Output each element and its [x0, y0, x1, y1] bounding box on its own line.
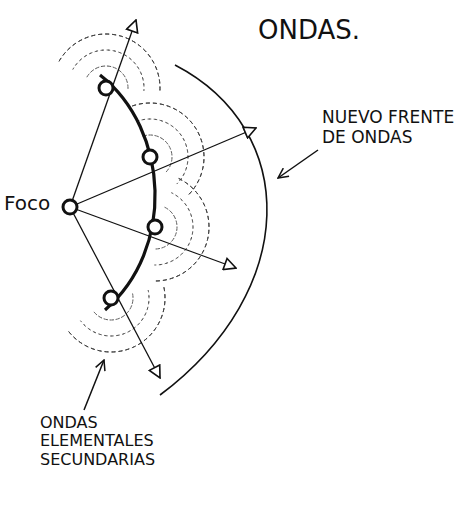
wavelet-arc — [68, 287, 165, 352]
ray — [70, 207, 236, 268]
secondary-source — [99, 81, 113, 95]
primary-wavefront — [100, 75, 155, 310]
secondary-source — [104, 291, 118, 305]
wavelet-arc — [81, 290, 149, 336]
leader-line — [84, 360, 104, 410]
wavelets-label: ONDAS ELEMENTALES SECUNDARIAS — [40, 414, 190, 469]
source-points — [63, 81, 162, 305]
wavefront-label: NUEVO FRENTE DE ONDAS — [322, 108, 462, 147]
ray — [70, 207, 160, 378]
secondary-source — [143, 150, 157, 164]
focus-label: Foco — [4, 192, 64, 215]
secondary-wavelets — [59, 34, 209, 352]
focus-point — [63, 200, 77, 214]
ray — [70, 20, 136, 207]
rays — [70, 20, 256, 378]
wavelet-arc — [132, 103, 204, 195]
leader-line — [278, 150, 318, 178]
new-wavefront — [160, 65, 267, 395]
ray — [70, 128, 256, 207]
secondary-source — [148, 220, 162, 234]
wavelet-arc — [137, 119, 188, 184]
title: ONDAS. — [258, 16, 360, 46]
